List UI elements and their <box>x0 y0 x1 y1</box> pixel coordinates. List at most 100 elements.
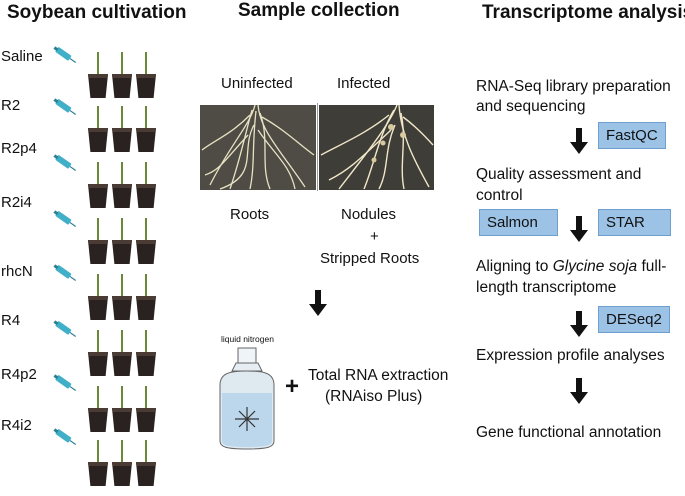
tool-fastqc: FastQC <box>598 122 666 149</box>
step-aligning-post: full- <box>637 258 667 275</box>
step-library-preparation-line1: RNA-Seq library preparation <box>476 78 671 95</box>
group-label-rhcn: rhcN <box>1 263 33 280</box>
step-expression-profile: Expression profile analyses <box>476 347 665 364</box>
header-sample-collection: Sample collection <box>238 0 400 21</box>
seedling-stem <box>121 106 123 128</box>
total-rna-extraction: Total RNA extraction <box>308 367 449 384</box>
seedling-stem <box>97 52 99 74</box>
seedling-stem <box>97 330 99 352</box>
seedling-stem <box>121 218 123 240</box>
soybean-pot <box>88 74 108 98</box>
syringe-icon <box>53 320 76 337</box>
infected-root-photo <box>319 105 434 190</box>
soybean-pot <box>112 462 132 486</box>
soybean-pot <box>88 352 108 376</box>
label-nodules: Nodules <box>341 206 397 223</box>
soybean-pot <box>88 462 108 486</box>
seedling-stem <box>145 386 147 408</box>
syringe-icon <box>53 374 76 391</box>
soybean-pot <box>112 128 132 152</box>
seedling-stem <box>121 52 123 74</box>
soybean-pot <box>112 352 132 376</box>
seedling-stem <box>121 386 123 408</box>
seedling-stem <box>97 274 99 296</box>
label-infected: Infected <box>337 75 391 92</box>
label-liquid-nitrogen: liquid nitrogen <box>221 334 274 344</box>
tool-salmon: Salmon <box>479 209 558 236</box>
label-plus-small: + <box>370 228 379 245</box>
soybean-pot <box>88 296 108 320</box>
syringe-icon <box>53 154 76 171</box>
syringe-icon <box>53 428 76 445</box>
arrow-down-collection <box>309 290 327 316</box>
label-roots: Roots <box>230 206 270 223</box>
soybean-pot <box>136 352 156 376</box>
species-glycine-soja: Glycine soja <box>552 258 638 275</box>
seedling-stem <box>97 106 99 128</box>
soybean-pot <box>136 296 156 320</box>
group-label-r4: R4 <box>1 312 21 329</box>
soybean-pot <box>136 408 156 432</box>
arrow-down-1 <box>570 128 588 154</box>
soybean-pot <box>88 240 108 264</box>
soybean-pot <box>136 240 156 264</box>
group-label-saline: Saline <box>1 48 43 65</box>
soybean-pot <box>136 74 156 98</box>
soybean-pot <box>112 240 132 264</box>
uninfected-root-photo <box>200 105 316 190</box>
soybean-pot <box>112 184 132 208</box>
tool-deseq2: DESeq2 <box>598 306 670 333</box>
group-label-r2p4: R2p4 <box>1 140 37 157</box>
seedling-stem <box>145 330 147 352</box>
step-quality-assessment-line2: control <box>476 187 523 204</box>
rnaiso-plus: (RNAiso Plus) <box>325 388 423 405</box>
seedling-stem <box>145 106 147 128</box>
seedling-stem <box>97 440 99 462</box>
seedling-stem <box>97 162 99 184</box>
group-label-r4i2: R4i2 <box>1 417 32 434</box>
step-aligning-line1: Aligning to Glycine soja full- <box>476 256 666 277</box>
step-gene-functional-annotation: Gene functional annotation <box>476 424 662 441</box>
seedling-stem <box>145 218 147 240</box>
seedling-stem <box>97 218 99 240</box>
seedling-stem <box>121 274 123 296</box>
syringe-icon <box>53 46 76 63</box>
step-aligning-line2: length transcriptome <box>476 279 617 296</box>
liquid-nitrogen-dewar-icon <box>212 345 282 455</box>
tool-star: STAR <box>598 209 671 236</box>
seedling-stem <box>121 330 123 352</box>
seedling-stem <box>121 162 123 184</box>
group-label-r2i4: R2i4 <box>1 194 32 211</box>
soybean-pot <box>112 74 132 98</box>
seedling-stem <box>145 162 147 184</box>
seedling-stem <box>121 440 123 462</box>
photo-divider <box>317 103 318 191</box>
syringe-icon <box>53 264 76 281</box>
soybean-pot <box>88 184 108 208</box>
syringe-icon <box>53 210 76 227</box>
soybean-pot <box>88 408 108 432</box>
soybean-pot <box>136 462 156 486</box>
seedling-stem <box>97 386 99 408</box>
header-soybean-cultivation: Soybean cultivation <box>7 2 187 23</box>
plus-sign: + <box>285 373 300 400</box>
header-transcriptome-analysis: Transcriptome analysis <box>482 2 685 23</box>
step-library-preparation-line2: and sequencing <box>476 98 586 115</box>
soybean-pot <box>88 128 108 152</box>
step-aligning-pre: Aligning to <box>476 258 553 275</box>
group-label-r4p2: R4p2 <box>1 366 37 383</box>
soybean-pot <box>136 184 156 208</box>
label-stripped-roots: Stripped Roots <box>320 250 420 267</box>
seedling-stem <box>145 52 147 74</box>
arrow-down-3 <box>570 311 588 337</box>
arrow-down-4 <box>570 378 588 404</box>
label-uninfected: Uninfected <box>221 75 293 92</box>
soybean-pot <box>112 296 132 320</box>
soybean-pot <box>112 408 132 432</box>
soybean-pot <box>136 128 156 152</box>
arrow-down-2 <box>570 216 588 242</box>
seedling-stem <box>145 274 147 296</box>
group-label-r2: R2 <box>1 97 21 114</box>
seedling-stem <box>145 440 147 462</box>
step-quality-assessment-line1: Quality assessment and <box>476 166 642 183</box>
